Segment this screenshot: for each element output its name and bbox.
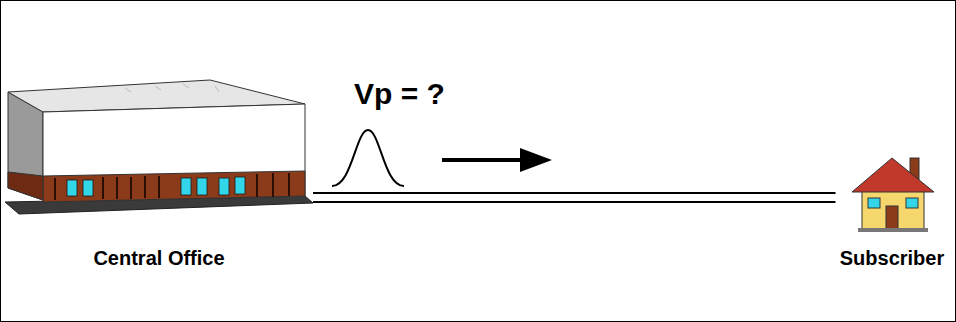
node-label: Central Office	[93, 246, 224, 270]
arrow-head	[520, 148, 552, 172]
pulse-waveform	[332, 130, 404, 186]
signal-label: Vp = ?	[354, 76, 445, 112]
wire-pair	[313, 193, 836, 202]
direction-arrow	[442, 158, 522, 162]
subscriber-house	[840, 148, 944, 240]
subscriber-node: Subscriber	[836, 148, 949, 270]
central-office-node: Central Office	[5, 72, 313, 270]
central-office-building	[5, 72, 313, 240]
node-label: Subscriber	[840, 246, 944, 270]
